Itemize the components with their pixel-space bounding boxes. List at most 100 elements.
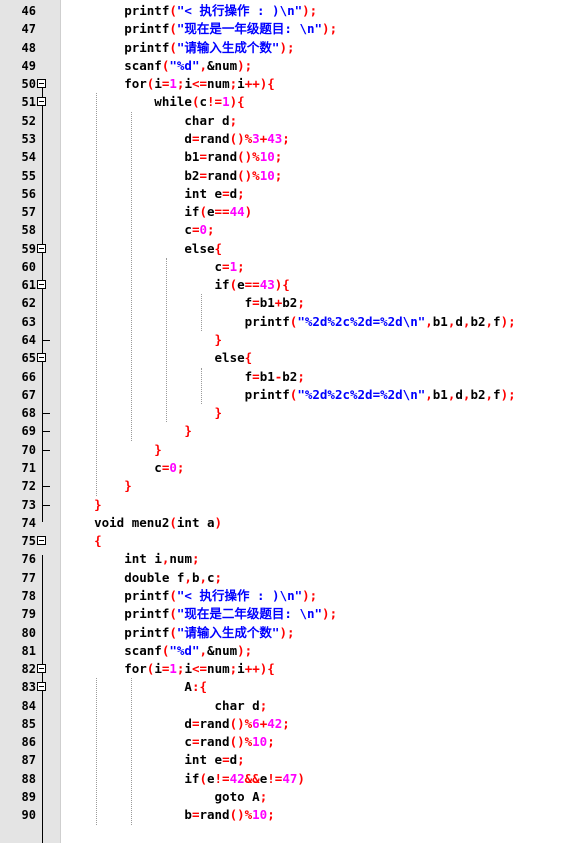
code-token: "< 执行操作 : )\n" (176, 3, 303, 18)
code-line[interactable]: 69 } (0, 422, 562, 440)
code-text: c=rand()%10; (64, 733, 274, 751)
code-token: ; (267, 807, 275, 823)
code-line[interactable]: 74 void menu2(int a) (0, 514, 562, 532)
code-token: ); (237, 642, 253, 658)
code-line[interactable]: 51 while(c!=1){ (0, 93, 562, 111)
code-token: , (447, 386, 456, 402)
code-line[interactable]: 55 b2=rand()%10; (0, 167, 562, 185)
code-token: ( (146, 661, 155, 677)
code-token: "请输入生成个数" (176, 624, 280, 640)
code-token: ++){ (244, 76, 275, 92)
code-line[interactable]: 87 int e=d; (0, 751, 562, 769)
code-token: 10 (259, 167, 275, 183)
line-number: 70 (21, 442, 36, 457)
line-number: 67 (21, 387, 36, 402)
code-line[interactable]: 64 } (0, 331, 562, 349)
line-number: 64 (21, 333, 36, 348)
code-line[interactable]: 68 } (0, 404, 562, 422)
code-token: ){ (229, 94, 245, 110)
code-line[interactable]: 78 printf("< 执行操作 : )\n"); (0, 587, 562, 605)
code-line[interactable]: 47 printf("现在是一年级题目: \n"); (0, 20, 562, 38)
code-line[interactable]: 85 d=rand()%6+42; (0, 715, 562, 733)
code-text: else{ (64, 240, 222, 258)
code-line[interactable]: 53 d=rand()%3+43; (0, 130, 562, 148)
code-token: e (259, 770, 268, 786)
code-line[interactable]: 57 if(e==44) (0, 203, 562, 221)
code-token: , (485, 313, 494, 329)
code-line[interactable]: 48 printf("请输入生成个数"); (0, 39, 562, 57)
code-token: } (64, 478, 132, 494)
code-token: for (64, 76, 147, 92)
fold-end-marker (42, 449, 50, 451)
code-line[interactable]: 75 { (0, 532, 562, 550)
code-line[interactable]: 58 c=0; (0, 221, 562, 239)
code-token: i (154, 661, 162, 677)
code-line[interactable]: 72 } (0, 477, 562, 495)
code-line[interactable]: 82 for(i=1;i<=num;i++){ (0, 660, 562, 678)
code-line[interactable]: 73 } (0, 495, 562, 514)
code-line[interactable]: 61 if(e==43){ (0, 276, 562, 294)
code-line[interactable]: 76 int i,num; (0, 550, 562, 568)
code-token: ( (169, 21, 177, 37)
code-token: rand (199, 130, 230, 146)
code-line[interactable]: 63 printf("%2d%2c%2d=%2d\n",b1,d,b2,f); (0, 313, 562, 331)
code-line[interactable]: 59 else{ (0, 240, 562, 258)
code-line[interactable]: 65 else{ (0, 349, 562, 367)
line-number: 66 (21, 369, 36, 384)
fold-collapse-icon[interactable] (37, 682, 46, 692)
code-line[interactable]: 89 goto A; (0, 788, 562, 806)
code-text: } (64, 422, 192, 440)
line-number: 60 (21, 259, 36, 274)
code-line[interactable]: 90 b=rand()%10; (0, 806, 562, 824)
code-line[interactable]: 50 for(i=1;i<=num;i++){ (0, 75, 562, 93)
code-line[interactable]: 67 printf("%2d%2c%2d=%2d\n",b1,d,b2,f); (0, 386, 562, 404)
code-token: == (214, 204, 230, 220)
code-line[interactable]: 86 c=rand()%10; (0, 733, 562, 751)
code-token: if (64, 277, 230, 293)
code-line[interactable]: 81 scanf("%d",&num); (0, 642, 562, 660)
code-line[interactable]: 52 char d; (0, 112, 562, 130)
line-number: 62 (21, 296, 36, 311)
code-token: ); (302, 3, 318, 18)
fold-collapse-icon[interactable] (37, 243, 46, 253)
code-line[interactable]: 62 f=b1+b2; (0, 294, 562, 312)
fold-collapse-icon[interactable] (37, 664, 46, 674)
code-line[interactable]: 77 double f,b,c; (0, 569, 562, 587)
code-token: ( (289, 313, 298, 329)
code-token: rand (199, 807, 230, 823)
code-token: printf (64, 587, 170, 603)
code-token: ( (161, 642, 170, 658)
code-text: double f,b,c; (64, 569, 222, 587)
code-text: { (64, 532, 102, 550)
code-line[interactable]: 49 scanf("%d",&num); (0, 57, 562, 75)
code-token: , (199, 642, 208, 658)
code-token: b2 (470, 313, 486, 329)
line-number: 61 (21, 278, 36, 293)
code-token: d (64, 715, 192, 731)
code-line[interactable]: 79 printf("现在是二年级题目: \n"); (0, 605, 562, 623)
code-line[interactable]: 46 printf("< 执行操作 : )\n"); (0, 2, 562, 20)
fold-collapse-icon[interactable] (37, 79, 46, 89)
code-line[interactable]: 60 c=1; (0, 258, 562, 276)
line-number: 59 (21, 241, 36, 256)
code-token: scanf (64, 642, 162, 658)
code-line[interactable]: 54 b1=rand()%10; (0, 148, 562, 166)
code-line[interactable]: 56 int e=d; (0, 185, 562, 203)
code-line[interactable]: 70 } (0, 441, 562, 459)
code-token: 42 (267, 715, 283, 731)
code-token: ; (229, 661, 238, 677)
fold-collapse-icon[interactable] (37, 353, 46, 363)
fold-collapse-icon[interactable] (37, 536, 46, 546)
code-token: b (191, 569, 200, 585)
fold-collapse-icon[interactable] (37, 97, 46, 107)
code-line[interactable]: 83 A:{ (0, 678, 562, 696)
code-line[interactable]: 84 char d; (0, 697, 562, 715)
indent-guide (131, 111, 132, 441)
code-line[interactable]: 71 c=0; (0, 459, 562, 477)
fold-collapse-icon[interactable] (37, 280, 46, 290)
code-line[interactable]: 80 printf("请输入生成个数"); (0, 624, 562, 642)
code-line[interactable]: 66 f=b1-b2; (0, 368, 562, 386)
line-number: 71 (21, 461, 36, 475)
code-line[interactable]: 88 if(e!=42&&e!=47) (0, 770, 562, 788)
